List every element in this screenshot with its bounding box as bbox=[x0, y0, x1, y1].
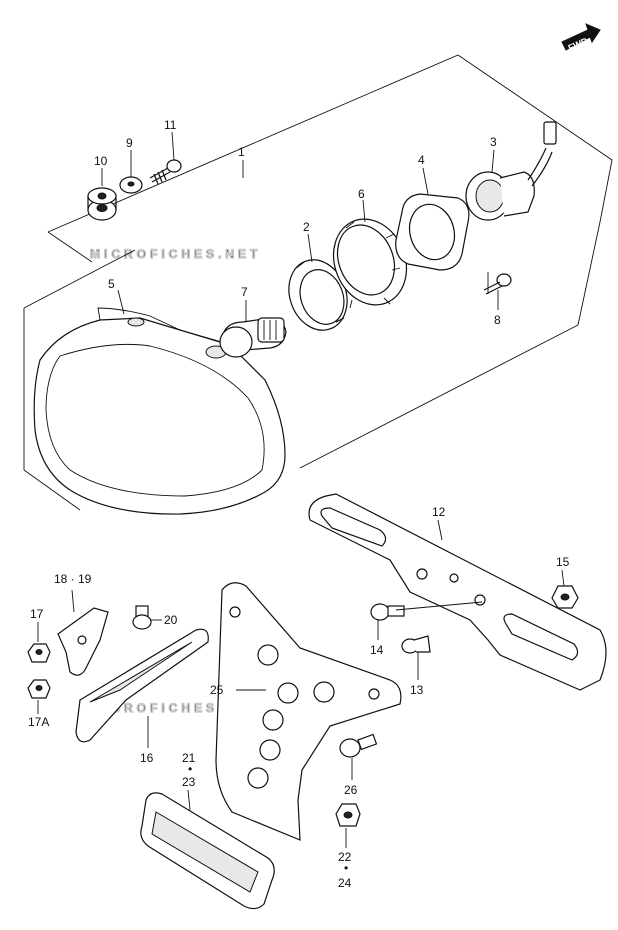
part-screw-26 bbox=[339, 733, 378, 758]
part-bolt-14 bbox=[370, 603, 405, 621]
part-nut-15 bbox=[551, 585, 579, 609]
part-bracket-12 bbox=[308, 493, 607, 691]
part-screw-8 bbox=[483, 272, 512, 295]
callout-26: 26 bbox=[344, 783, 358, 797]
callout-21-dot: • bbox=[188, 762, 192, 776]
callout-3: 3 bbox=[490, 135, 497, 149]
part-gasket-4 bbox=[395, 193, 470, 271]
part-grommet-10 bbox=[87, 187, 117, 221]
callout-5: 5 bbox=[108, 277, 115, 291]
callout-10: 10 bbox=[94, 154, 108, 168]
callout-8: 8 bbox=[494, 313, 501, 327]
part-bulb-7 bbox=[219, 317, 287, 358]
callout-23: 23 bbox=[182, 775, 196, 789]
leader-lines bbox=[37, 131, 565, 848]
callout-22-dot: • bbox=[344, 861, 348, 875]
callout-4: 4 bbox=[418, 153, 425, 167]
callout-11: 11 bbox=[164, 118, 177, 132]
callout-17: 17 bbox=[30, 607, 44, 621]
callout-17a: 17A bbox=[28, 715, 49, 729]
callout-labels: 10 9 11 1 4 3 6 2 5 7 8 12 15 14 13 25 2… bbox=[28, 118, 570, 890]
callout-12: 12 bbox=[432, 505, 446, 519]
callout-14: 14 bbox=[370, 643, 384, 657]
part-reflector-21-23 bbox=[140, 792, 275, 910]
callout-22: 22 bbox=[338, 850, 352, 864]
part-nut-17a bbox=[27, 679, 51, 699]
part-plate-25 bbox=[215, 582, 402, 841]
callout-25: 25 bbox=[210, 683, 224, 697]
callout-9: 9 bbox=[126, 136, 133, 150]
callout-6: 6 bbox=[358, 187, 365, 201]
callout-21: 21 bbox=[182, 751, 196, 765]
callout-15: 15 bbox=[556, 555, 570, 569]
watermark-top: MICROFICHES.NET bbox=[90, 247, 261, 261]
part-washer-9 bbox=[119, 176, 143, 194]
callout-2: 2 bbox=[303, 220, 310, 234]
part-bolt-20 bbox=[132, 605, 152, 630]
part-nut-22 bbox=[335, 803, 361, 827]
callout-18-19: 18 · 19 bbox=[54, 572, 92, 586]
part-bracket-18-19 bbox=[57, 607, 109, 676]
callout-1: 1 bbox=[238, 145, 245, 159]
forward-arrow-icon: FWD bbox=[561, 23, 601, 53]
watermark-bottom: MICROFICHES.NET bbox=[90, 701, 261, 715]
callout-20: 20 bbox=[164, 613, 178, 627]
assembly-outline bbox=[23, 54, 613, 511]
callout-24: 24 bbox=[338, 876, 352, 890]
part-grommet-13 bbox=[401, 635, 431, 654]
part-nut-17 bbox=[27, 643, 51, 663]
part-screw-11 bbox=[149, 159, 182, 185]
part-reflector-16 bbox=[75, 628, 209, 743]
callout-7: 7 bbox=[241, 285, 248, 299]
callout-16: 16 bbox=[140, 751, 154, 765]
part-lens-housing-5 bbox=[33, 307, 286, 515]
callout-13: 13 bbox=[410, 683, 424, 697]
part-socket-3 bbox=[465, 121, 557, 221]
